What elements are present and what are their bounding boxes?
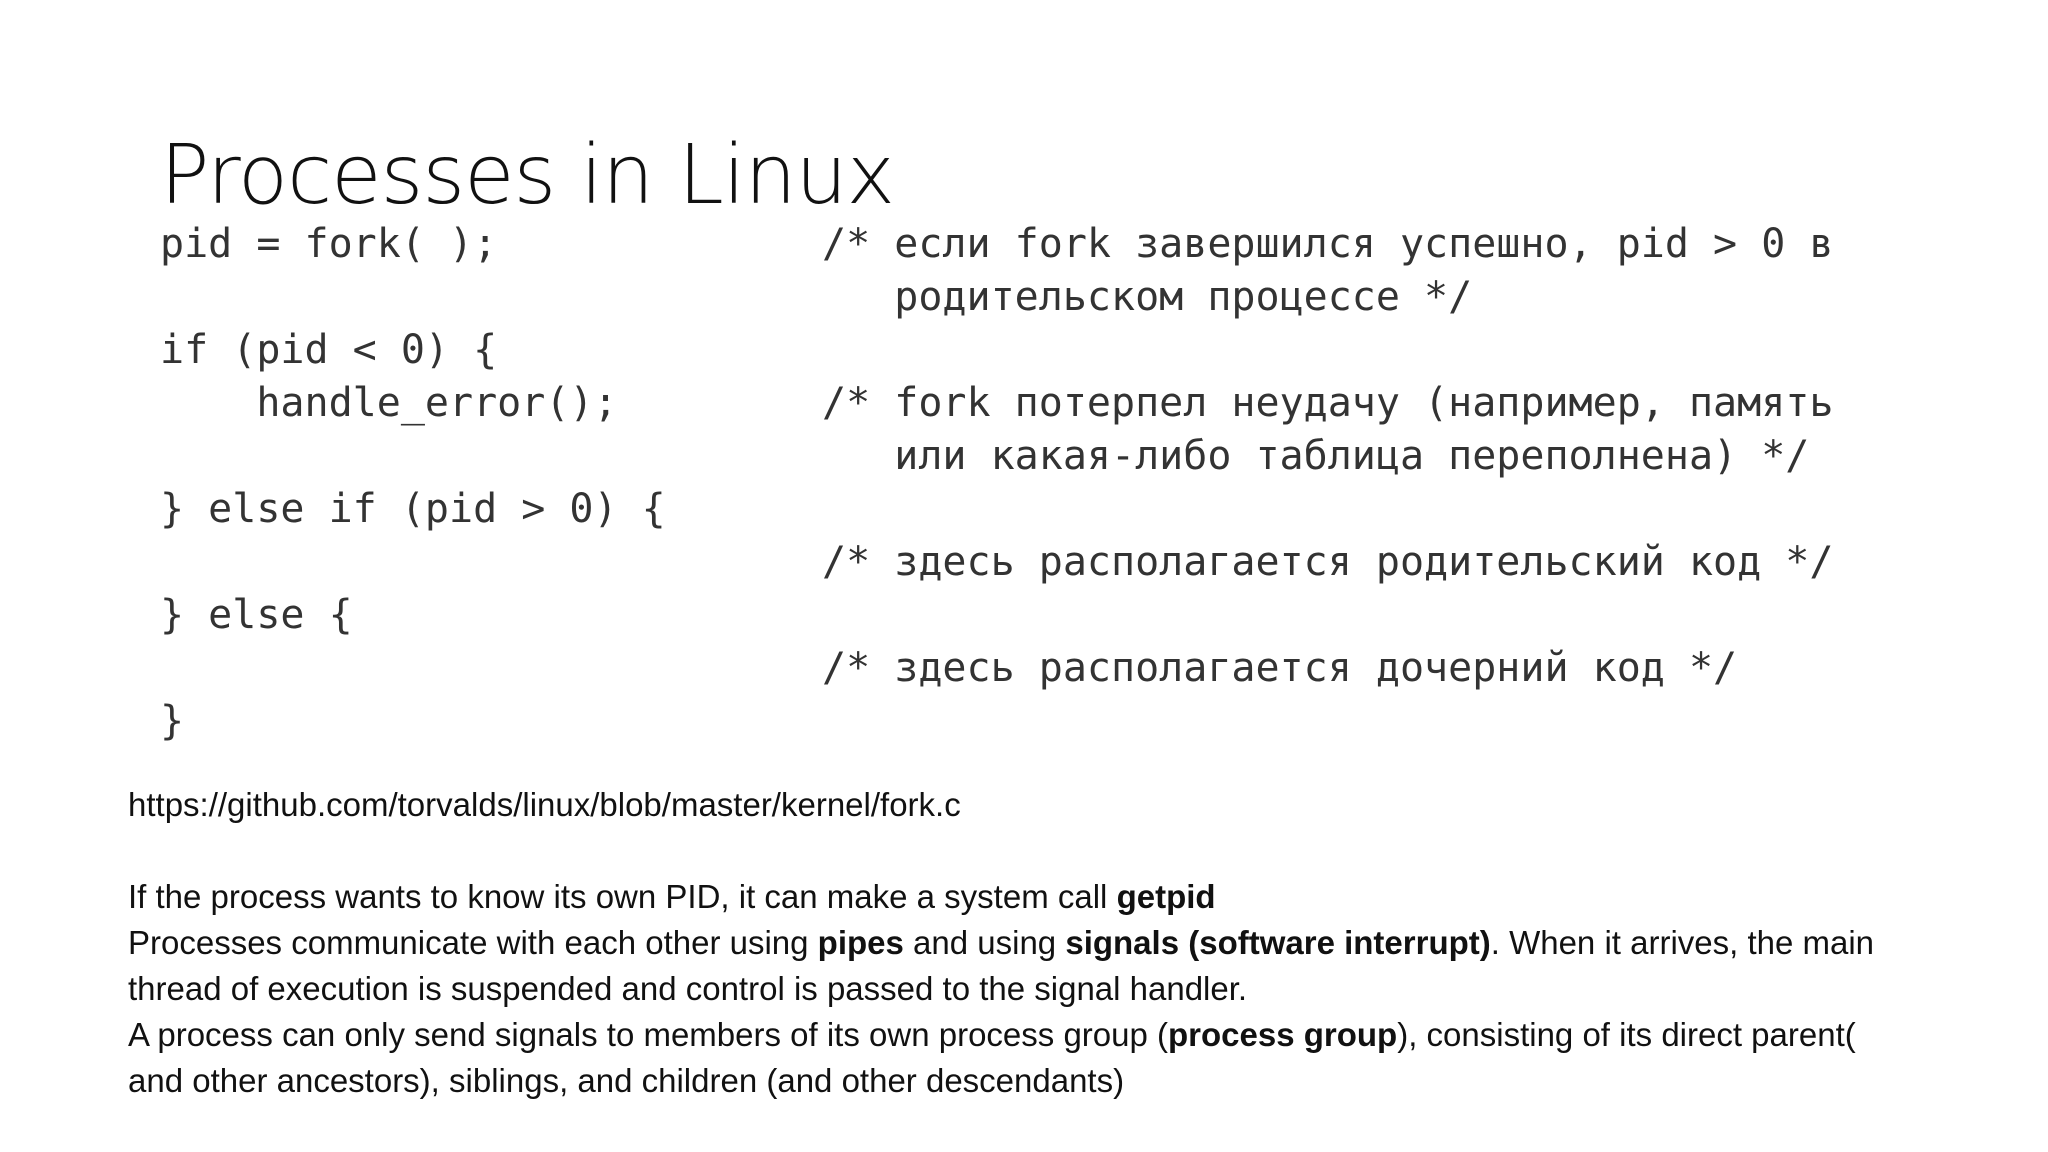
- code-line: handle_error();: [160, 380, 618, 426]
- code-line: if (pid < 0) {: [160, 327, 498, 373]
- paragraph-process-group: A process can only send signals to membe…: [128, 1012, 1918, 1104]
- code-comment: или какая-либо таблица переполнена) */: [822, 433, 1810, 479]
- paragraph-text: Processes communicate with each other us…: [128, 924, 818, 961]
- paragraph-getpid: If the process wants to know its own PID…: [128, 874, 1918, 920]
- paragraph-bold: signals (software interrupt): [1065, 924, 1491, 961]
- paragraph-text: If the process wants to know its own PID…: [128, 878, 1117, 915]
- paragraph-bold: getpid: [1116, 878, 1216, 915]
- paragraph-text: and using: [903, 924, 1066, 961]
- code-comment: /* если fork завершился успешно, pid > 0…: [822, 221, 1834, 267]
- paragraph-text: A process can only send signals to membe…: [128, 1016, 1168, 1053]
- paragraph-text: ), consisting of its direct parent( and …: [128, 1016, 1856, 1099]
- paragraph-bold: process group: [1168, 1016, 1398, 1053]
- slide-title: Processes in Linux: [160, 128, 895, 223]
- code-line: pid = fork( );: [160, 221, 498, 267]
- paragraph-bold: pipes: [817, 924, 904, 961]
- code-comment: /* здесь располагается родительский код …: [822, 539, 1834, 585]
- paragraph-ipc: Processes communicate with each other us…: [128, 920, 1918, 1012]
- code-line: }: [160, 698, 185, 744]
- slide-body: https://github.com/torvalds/linux/blob/m…: [128, 782, 1918, 1104]
- code-line: } else if (pid > 0) {: [160, 486, 666, 532]
- code-snippet: pid = fork( ); if (pid < 0) { handle_err…: [160, 218, 1960, 748]
- code-comment: родительском процессе */: [822, 274, 1473, 320]
- code-comment: /* fork потерпел неудачу (например, памя…: [822, 380, 1834, 426]
- paragraph-text: . When it arrives, the main thread of ex…: [128, 924, 1875, 1007]
- source-url: https://github.com/torvalds/linux/blob/m…: [128, 786, 961, 823]
- code-line: } else {: [160, 592, 353, 638]
- code-comment: /* здесь располагается дочерний код */: [822, 645, 1738, 691]
